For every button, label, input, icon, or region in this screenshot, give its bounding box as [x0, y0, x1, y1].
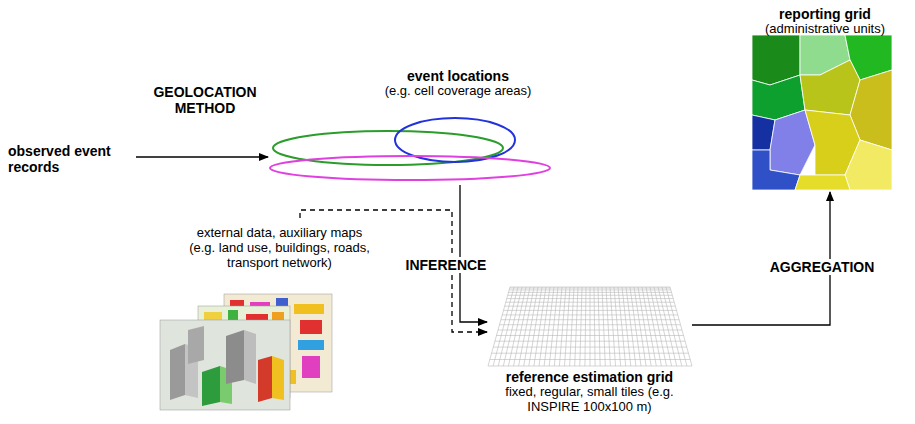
building — [258, 356, 272, 402]
region — [752, 150, 800, 190]
grid-line — [502, 314, 678, 315]
admin-map — [752, 35, 892, 190]
edge-label: GEOLOCATION METHOD — [143, 84, 267, 116]
node-heading: reference estimation grid — [487, 369, 692, 385]
grid-line — [501, 319, 679, 320]
text-wrap: reference estimation gridfixed, regular,… — [487, 369, 692, 415]
node-text: (e.g. cell coverage areas) — [358, 84, 558, 99]
grid-line — [495, 341, 685, 342]
connector-arrow — [460, 185, 487, 322]
diagram-node: reference estimation gridfixed, regular,… — [487, 283, 692, 422]
node-heading: reporting grid — [745, 6, 905, 22]
grid-line — [488, 287, 510, 366]
coverage-ellipse — [270, 156, 550, 180]
grid-line — [493, 347, 686, 348]
grid-line — [509, 289, 671, 290]
diagram-node: reporting grid(administrative units) — [745, 4, 905, 192]
building — [226, 330, 244, 384]
grid-line — [509, 292, 672, 293]
building — [170, 344, 185, 400]
diagram-node: observed event records — [8, 143, 136, 177]
grid-line — [506, 302, 674, 303]
map-patch — [298, 340, 324, 350]
diagram-node: external data, auxiliary maps (e.g. land… — [160, 218, 400, 412]
node-heading: event locations — [358, 68, 558, 84]
grid-line — [503, 310, 676, 311]
grid-line — [488, 366, 692, 367]
grid-line — [508, 295, 673, 296]
node-text: (administrative units) — [745, 22, 905, 37]
grid-line — [490, 359, 690, 360]
text-wrap: observed event records — [8, 143, 136, 175]
region — [800, 60, 860, 115]
building-model — [160, 320, 290, 410]
region — [795, 175, 850, 190]
grid-line — [492, 353, 689, 354]
text-wrap: external data, auxiliary maps (e.g. land… — [187, 226, 372, 271]
grid-line — [507, 298, 673, 299]
auxiliary-maps — [160, 294, 332, 410]
node-heading: observed event records — [8, 143, 136, 175]
edge-label: AGGREGATION — [768, 259, 877, 275]
node-text: external data, auxiliary maps (e.g. land… — [187, 226, 372, 271]
diagram-node: event locations(e.g. cell coverage areas… — [268, 62, 558, 185]
reference-grid — [488, 287, 692, 366]
node-text: fixed, regular, small tiles (e.g. INSPIR… — [501, 385, 679, 415]
building — [188, 326, 204, 364]
text-wrap: reporting grid(administrative units) — [745, 6, 905, 37]
grid-line — [510, 288, 671, 289]
building — [272, 356, 284, 400]
region — [845, 140, 892, 190]
map-patch — [294, 304, 324, 314]
map-patch — [300, 320, 322, 334]
map-patch — [204, 312, 222, 320]
coverage-ellipses — [270, 118, 550, 180]
connector-arrow — [136, 156, 268, 157]
edge-label: INFERENCE — [404, 257, 489, 273]
grid-line — [499, 324, 680, 325]
grid-line — [505, 306, 676, 307]
grid-line — [510, 287, 670, 288]
grid-line — [496, 335, 683, 336]
grid-line — [498, 330, 682, 331]
building — [202, 366, 220, 406]
text-wrap: event locations(e.g. cell coverage areas… — [358, 68, 558, 99]
map-patch — [302, 356, 320, 378]
grid-line — [670, 287, 692, 366]
building — [244, 330, 256, 384]
